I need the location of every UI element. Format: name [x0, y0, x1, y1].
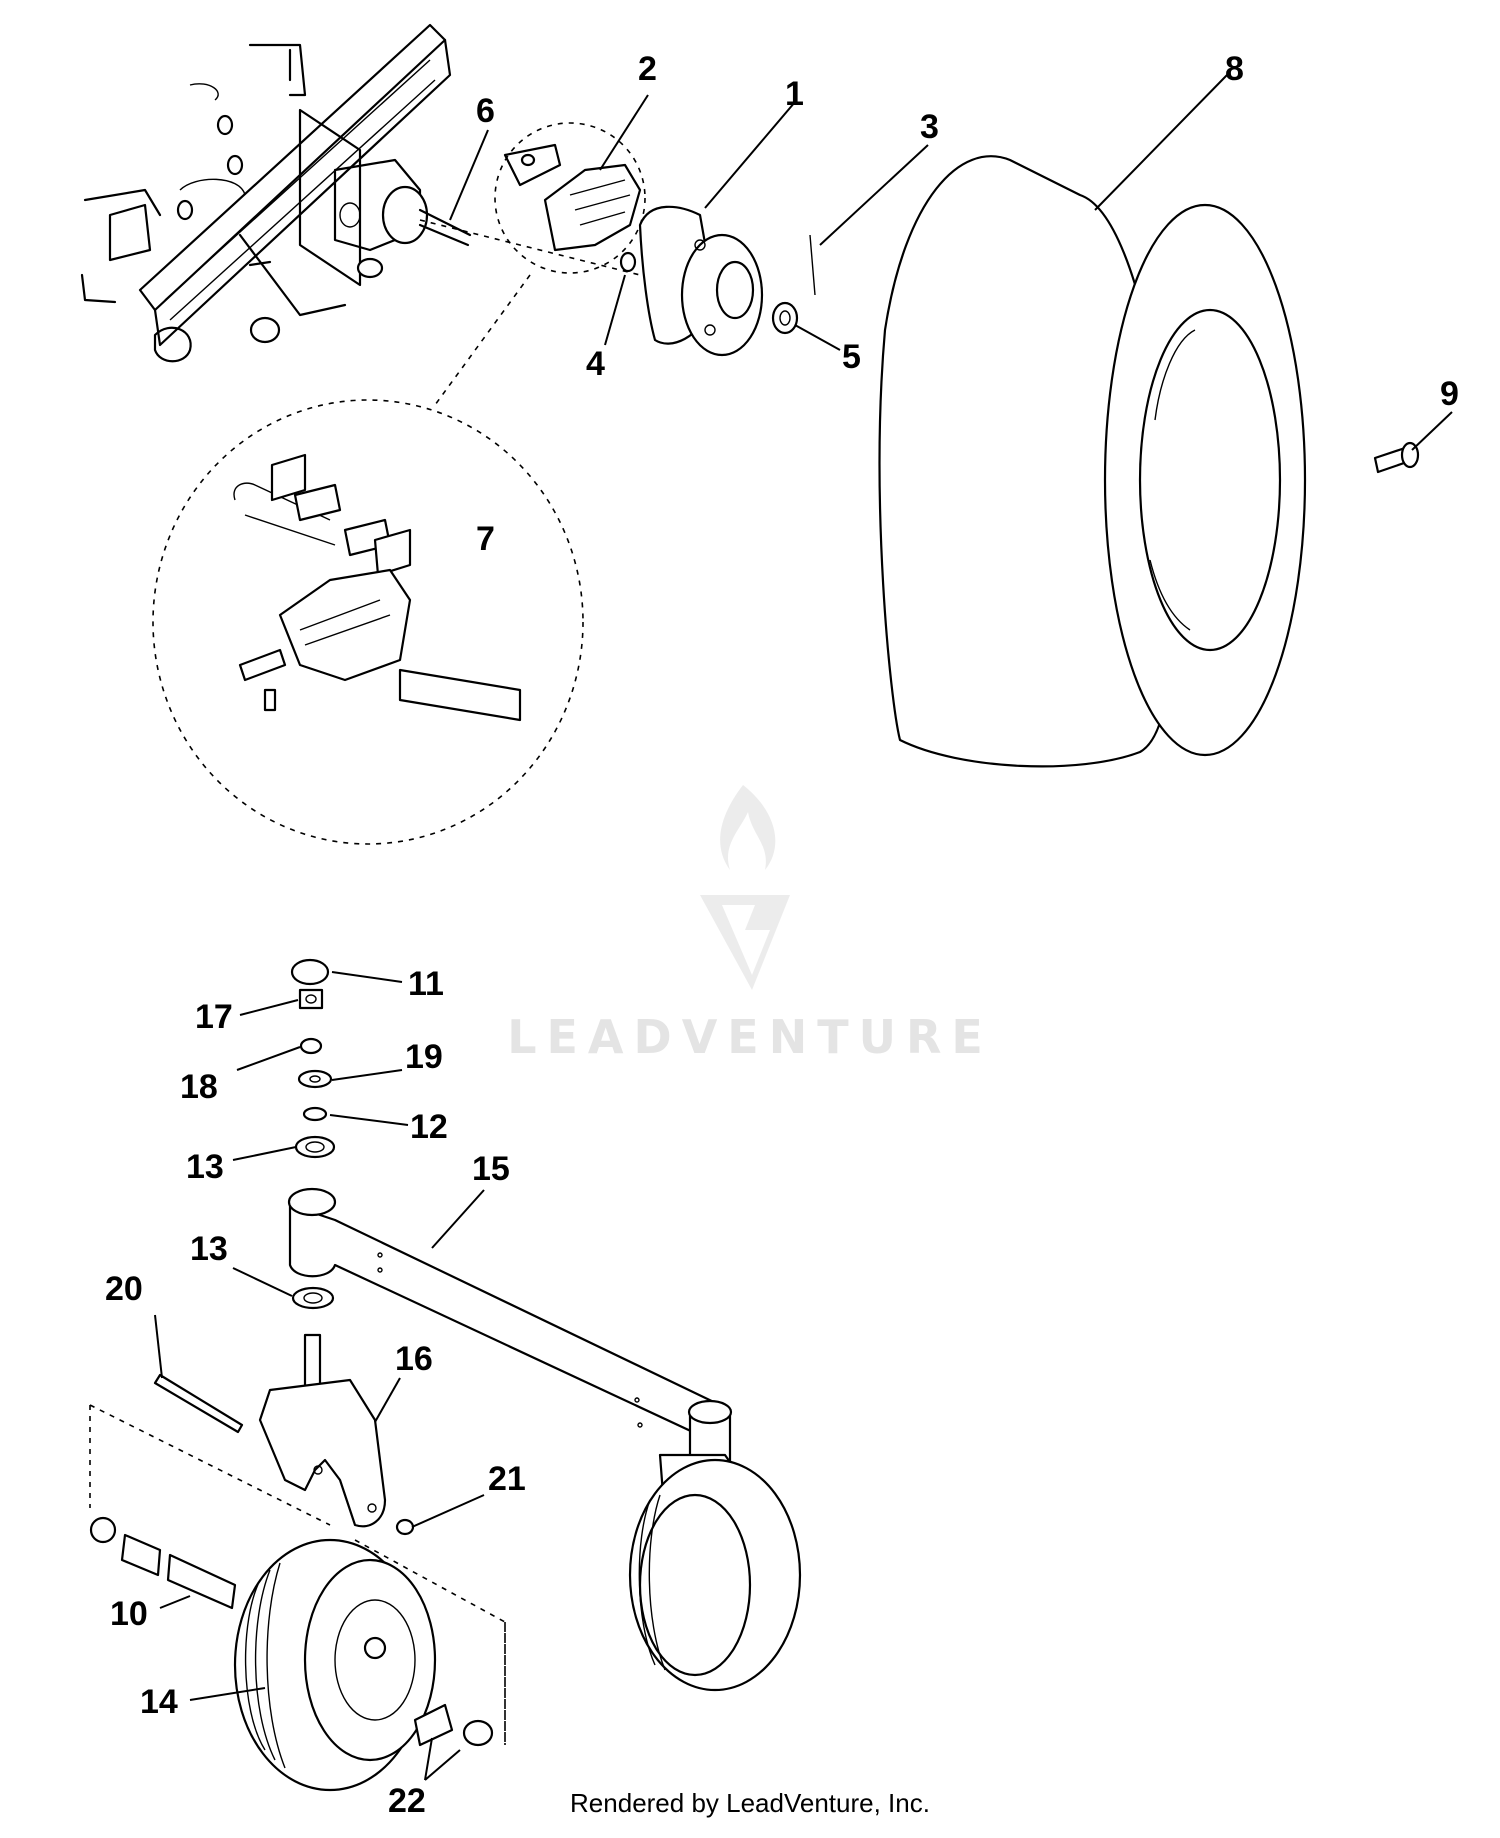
- brake-detail-circle: [494, 122, 646, 274]
- axle-centerline: [419, 219, 641, 276]
- bearings-spacer: [89, 1516, 494, 1747]
- caster-axle-bar: [287, 1187, 733, 1491]
- leader-lines: [154, 74, 1453, 1781]
- label-5: 5: [842, 338, 861, 376]
- key-3: [809, 234, 816, 296]
- label-19: 19: [405, 1038, 443, 1076]
- label-4: 4: [586, 345, 605, 383]
- label-8: 8: [1225, 50, 1244, 88]
- label-13-upper: 13: [186, 1148, 224, 1186]
- label-9: 9: [1440, 375, 1459, 413]
- label-11: 11: [408, 965, 444, 1003]
- mower-frame: [80, 23, 472, 363]
- caster-fork: [258, 1333, 387, 1528]
- axle-bolt-20: [153, 1373, 244, 1434]
- right-caster-wheel: [628, 1453, 802, 1692]
- label-12: 12: [410, 1108, 448, 1146]
- caster-stack: [290, 958, 336, 1310]
- label-6: 6: [476, 92, 495, 130]
- label-3: 3: [920, 108, 939, 146]
- brake-kit-parts: [233, 453, 522, 722]
- label-20: 20: [105, 1270, 143, 1308]
- nut-21: [395, 1518, 415, 1536]
- watermark-logo-icon: [700, 785, 790, 990]
- castle-nut-5: [771, 301, 799, 335]
- label-18: 18: [180, 1068, 218, 1106]
- wheel-hub: [638, 205, 764, 357]
- axle-nut-4: [619, 251, 637, 273]
- left-caster-wheel: [233, 1538, 437, 1792]
- explode-box: [89, 1404, 506, 1745]
- label-16: 16: [395, 1340, 433, 1378]
- watermark-text: LEADVENTURE: [507, 1010, 993, 1064]
- label-1: 1: [785, 75, 804, 113]
- label-15: 15: [472, 1150, 510, 1188]
- label-7: 7: [476, 520, 495, 558]
- label-21: 21: [488, 1460, 526, 1498]
- label-13-lower: 13: [190, 1230, 228, 1268]
- part-labels: 1 2 3 4 5 6 7 8 9 10 11 12 13 13 14 15 1…: [105, 50, 1459, 1820]
- label-10: 10: [110, 1595, 148, 1633]
- bolt-9: [1373, 441, 1420, 474]
- detail-leader-line: [434, 274, 531, 406]
- dust-cap-11: [290, 958, 330, 986]
- label-14: 14: [140, 1683, 178, 1721]
- label-22: 22: [388, 1782, 426, 1820]
- detail-circle-7: [152, 399, 584, 845]
- label-2: 2: [638, 50, 657, 88]
- brake-assembly: [503, 143, 642, 252]
- footer-credit: Rendered by LeadVenture, Inc.: [570, 1788, 930, 1818]
- label-17: 17: [195, 998, 233, 1036]
- rear-tire: [878, 155, 1307, 768]
